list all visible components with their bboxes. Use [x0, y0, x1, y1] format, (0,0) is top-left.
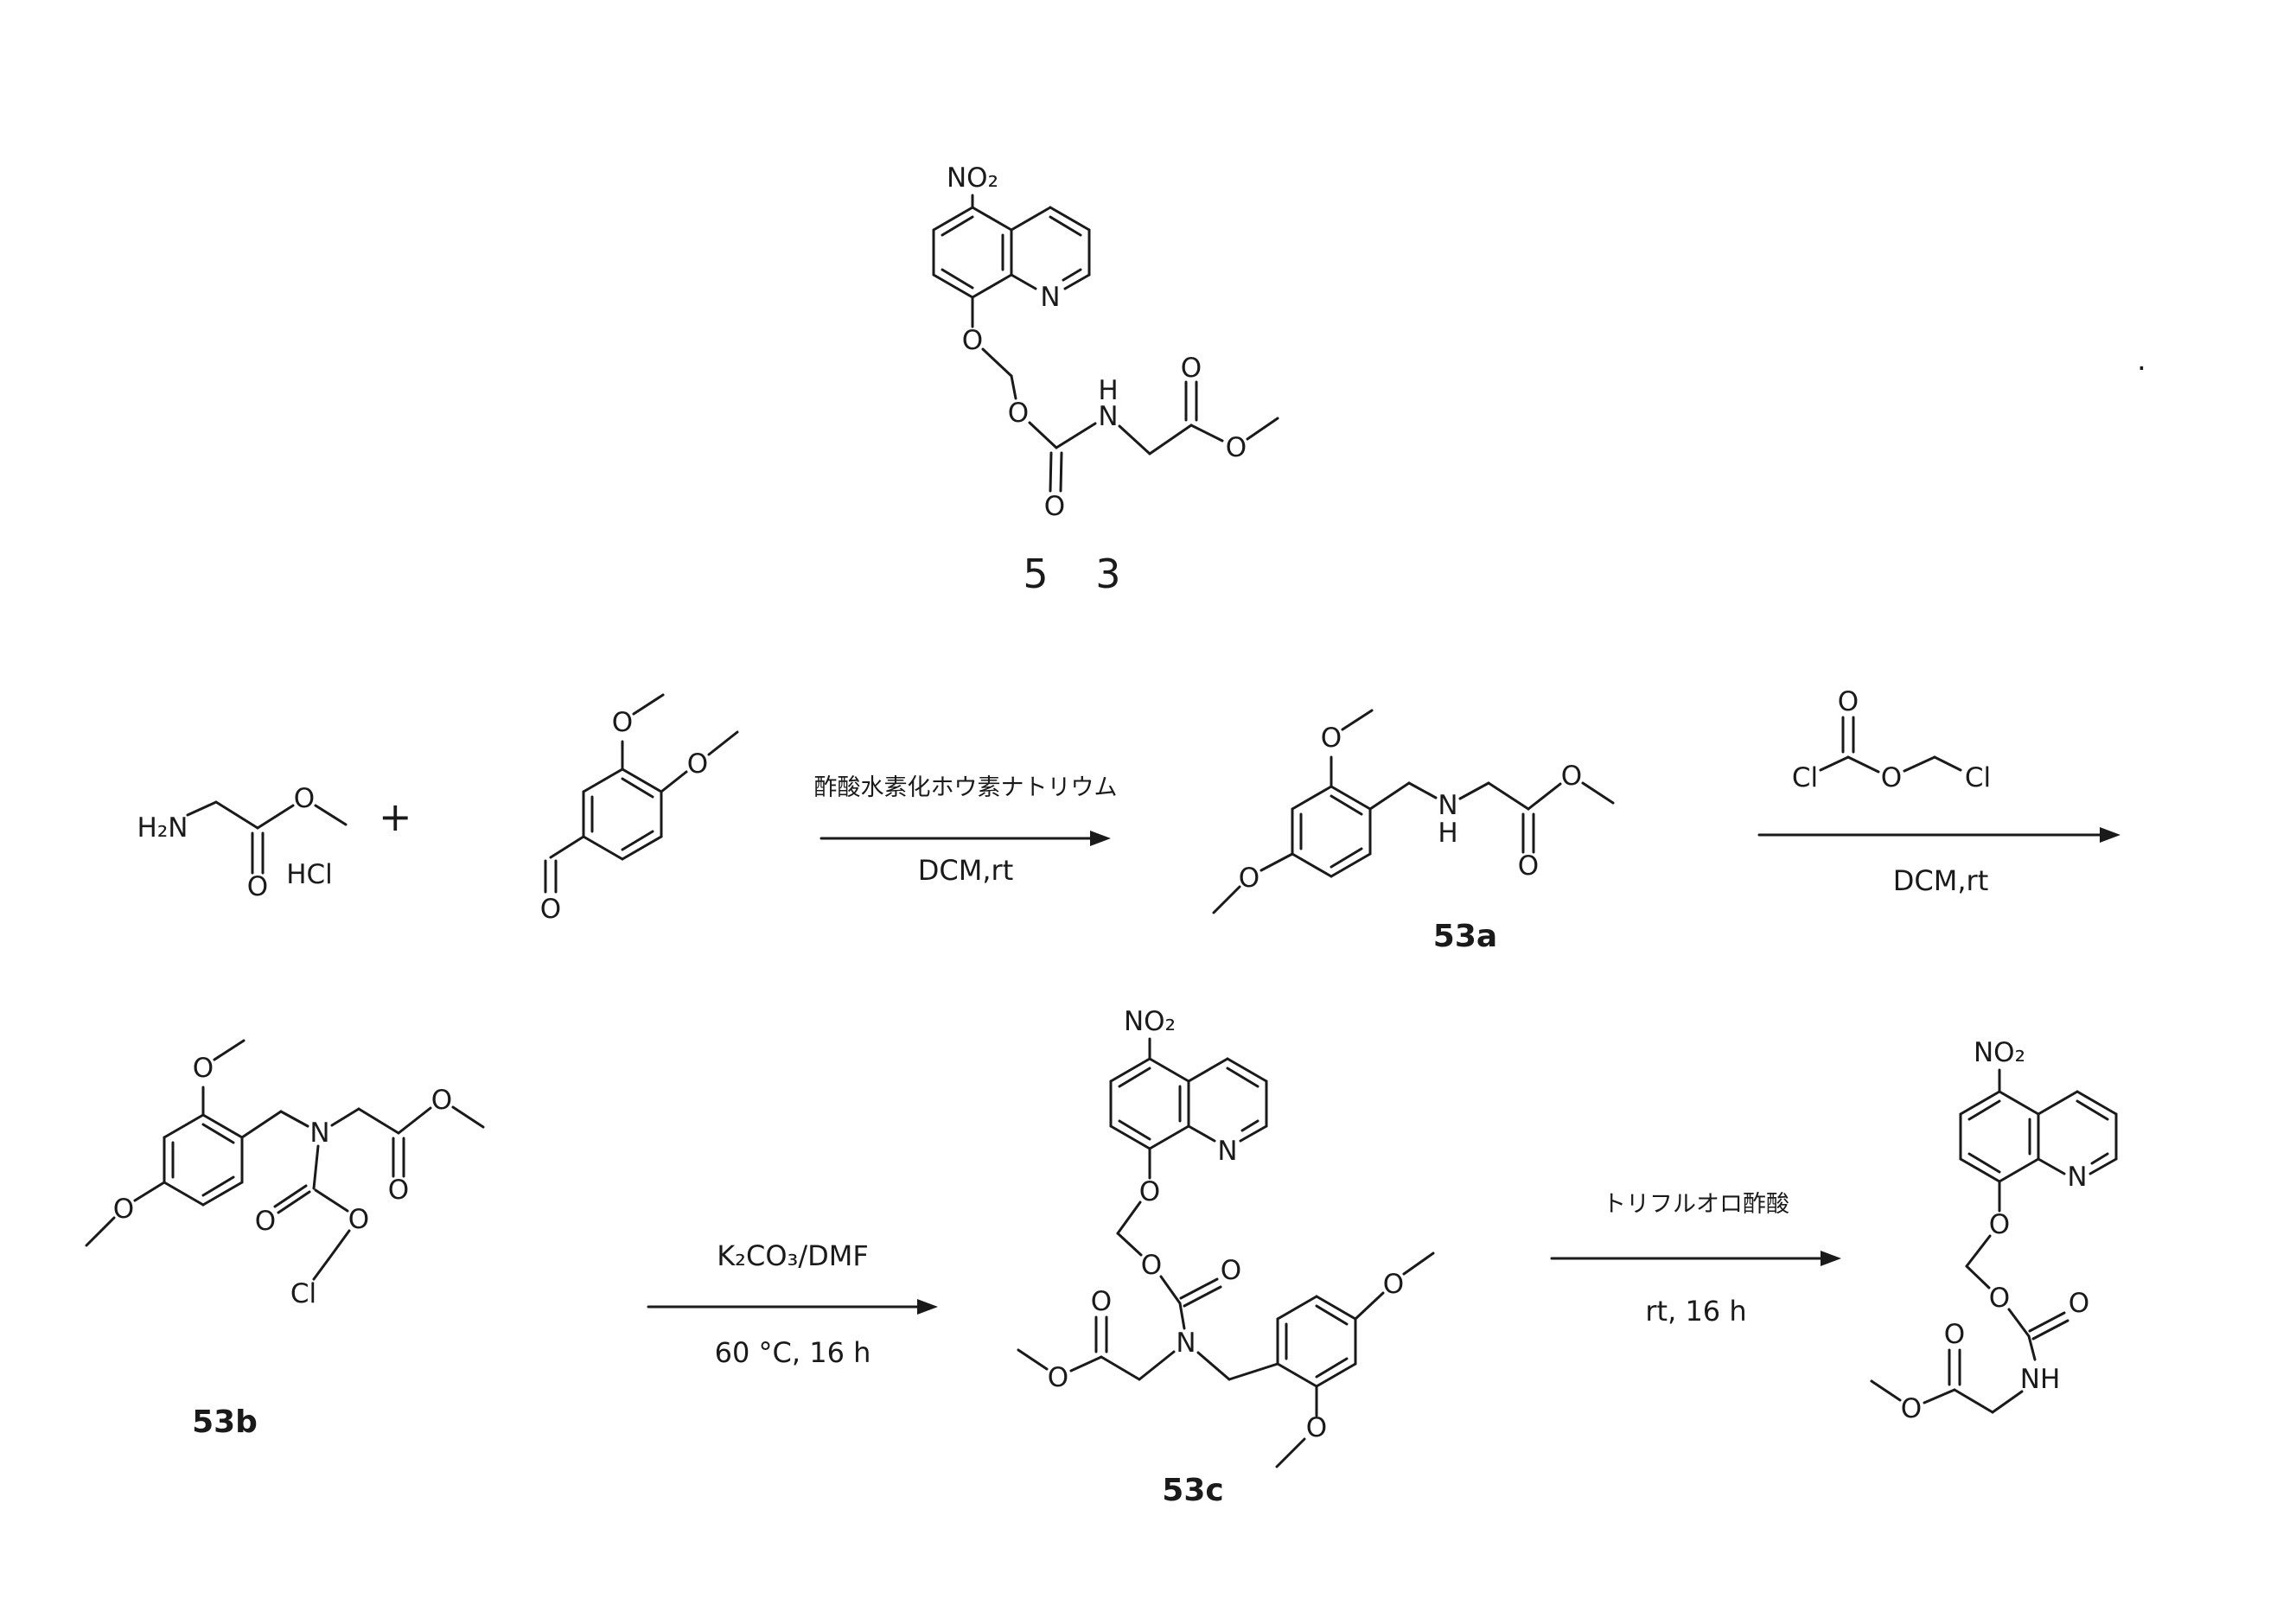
- amide-nh-label: NH: [2020, 1364, 2061, 1395]
- aldehyde-o-label: O: [540, 894, 561, 925]
- acetal-o-label: O: [1989, 1283, 2010, 1314]
- ester-o-label: O: [294, 783, 315, 814]
- compound-53b-bonds: [85, 1039, 485, 1281]
- ester-carbonyl-o-label: O: [1181, 353, 1202, 384]
- ester-o-label: O: [431, 1085, 452, 1116]
- step4-conditions-text: rt, 16 h: [1645, 1295, 1746, 1328]
- tertiary-n-label: N: [309, 1118, 329, 1149]
- carbonyl-o-label: O: [247, 871, 268, 902]
- compound-53c-bonds: [1017, 1037, 1435, 1468]
- methoxy-o-label: O: [193, 1053, 214, 1084]
- methoxy-o-label: O: [113, 1194, 134, 1225]
- ester-carbonyl-o-label: O: [1091, 1286, 1112, 1317]
- chlorine-label: Cl: [1792, 762, 1818, 793]
- compound-53-bonds: [932, 194, 1279, 493]
- glycine-ester-hcl-structure: H₂N O O HCl: [137, 783, 348, 902]
- hcl-salt-label: HCl: [286, 859, 333, 890]
- final-product-structure: NO₂ N O O O NH O O: [1870, 1037, 2118, 1424]
- methoxy-o-label: O: [1383, 1269, 1404, 1300]
- chlorine-label: Cl: [1965, 762, 1991, 793]
- nitro-group-label: NO₂: [947, 162, 998, 194]
- compound-53-structure: NO₂ N O O O H N O O 5 3: [932, 162, 1279, 597]
- arrow-4-head: [1821, 1251, 1841, 1266]
- compound-53a-bonds: [1212, 709, 1615, 914]
- methoxy-o-label: O: [1321, 723, 1342, 754]
- reaction-arrow-1: 酢酸水素化ホウ素ナトリウム DCM,rt: [814, 774, 1118, 887]
- ester-o-label: O: [1881, 762, 1902, 793]
- ester-o-label: O: [1048, 1362, 1068, 1393]
- benzaldehyde-bonds: [544, 693, 739, 894]
- compound-53a-number: 53a: [1433, 919, 1497, 954]
- acetal-o-label: O: [1008, 398, 1029, 429]
- chloroformate-bonds: [1819, 716, 1962, 774]
- carbamate-carbonyl-o-label: O: [1044, 491, 1065, 522]
- reaction-arrow-3: K₂CO₃/DMF 60 °C, 16 h: [647, 1239, 938, 1369]
- reaction-arrow-2: Cl O O Cl DCM,rt: [1757, 686, 2120, 897]
- compound-53b-structure: O O N O O O O Cl 53b: [85, 1039, 485, 1440]
- step3-reagent-text: K₂CO₃/DMF: [717, 1239, 869, 1272]
- step4-reagent-text: トリフルオロ酢酸: [1603, 1191, 1789, 1218]
- compound-53-number: 5 3: [1023, 551, 1138, 597]
- glycine-ester-bonds: [186, 800, 348, 875]
- quinoline-n-label: N: [1217, 1136, 1237, 1167]
- reaction-arrow-4: トリフルオロ酢酸 rt, 16 h: [1550, 1191, 1841, 1328]
- carbamate-carbonyl-o-label: O: [255, 1206, 276, 1237]
- amine-h2n-label: H₂N: [137, 812, 188, 844]
- acetal-o-label: O: [1141, 1250, 1162, 1281]
- step3-conditions-text: 60 °C, 16 h: [715, 1336, 871, 1369]
- chlorine-label: Cl: [290, 1278, 316, 1309]
- compound-53c-structure: NO₂ N O O O N O O O O 53c: [1017, 1006, 1435, 1508]
- quinoline-n-label: N: [2067, 1162, 2087, 1193]
- nitro-group-label: NO₂: [1974, 1037, 2025, 1068]
- compound-53b-number: 53b: [192, 1404, 258, 1440]
- ester-carbonyl-o-label: O: [1944, 1319, 1965, 1350]
- carbonyl-o-label: O: [1838, 686, 1859, 717]
- amide-h-label: H: [1098, 375, 1118, 406]
- aryl-o-label: O: [1139, 1176, 1160, 1207]
- arrow-2-head: [2100, 827, 2120, 843]
- methoxy-o-label: O: [687, 748, 708, 780]
- quinoline-n-label: N: [1040, 282, 1060, 313]
- nitro-group-label: NO₂: [1124, 1006, 1176, 1037]
- amine-n-label: N: [1438, 790, 1457, 821]
- compound-53c-number: 53c: [1162, 1473, 1223, 1508]
- methoxy-o-label: O: [1239, 863, 1259, 894]
- carbonyl-o-label: O: [1518, 850, 1539, 882]
- carbamate-carbonyl-o-label: O: [1221, 1255, 1241, 1286]
- carbamate-carbonyl-o-label: O: [2069, 1288, 2089, 1319]
- compound-53a-structure: O O N H O O 53a: [1212, 709, 1615, 954]
- ester-o-label: O: [1901, 1393, 1922, 1424]
- methoxy-o-label: O: [1306, 1412, 1327, 1443]
- tertiary-n-label: N: [1176, 1328, 1196, 1359]
- plus-operator: +: [379, 793, 412, 840]
- step1-conditions-text: DCM,rt: [918, 854, 1013, 887]
- ester-carbonyl-o-label: O: [388, 1175, 409, 1206]
- final-product-bonds: [1870, 1068, 2118, 1414]
- stray-mark: .: [2137, 343, 2146, 378]
- methoxy-o-label: O: [612, 707, 633, 738]
- step2-conditions-text: DCM,rt: [1893, 864, 1988, 897]
- dimethoxybenzaldehyde-structure: O O O: [540, 693, 739, 925]
- amide-n-label: N: [1098, 401, 1118, 432]
- step1-reagent-text: 酢酸水素化ホウ素ナトリウム: [814, 774, 1118, 801]
- amine-h-label: H: [1438, 818, 1457, 849]
- aryl-o-label: O: [962, 325, 983, 356]
- arrow-1-head: [1090, 831, 1111, 846]
- ester-o-label: O: [1226, 432, 1247, 463]
- ester-o-label: O: [1561, 761, 1582, 792]
- carbamate-o-label: O: [348, 1204, 369, 1235]
- aryl-o-label: O: [1989, 1209, 2010, 1240]
- arrow-3-head: [917, 1299, 938, 1315]
